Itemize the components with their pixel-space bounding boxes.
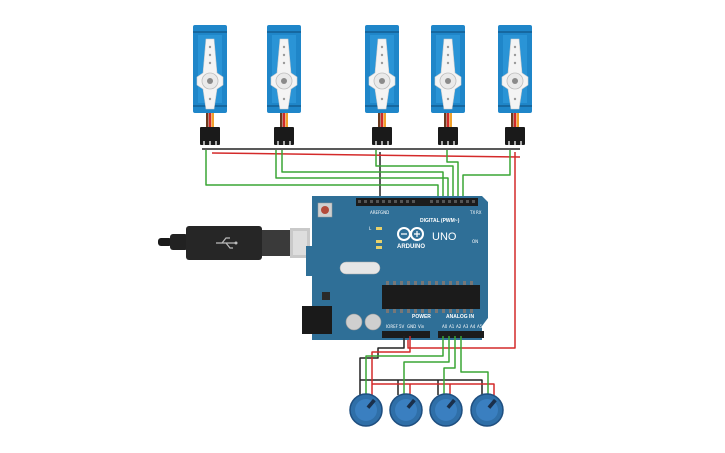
ioref-label: IOREF [386,324,399,329]
usb-b-cable[interactable] [158,226,310,260]
vin-label: Vin [418,324,425,329]
a3-label: A3 [463,324,469,329]
pot-1[interactable] [349,393,383,427]
a5-label: A5 [477,324,483,329]
pot-3[interactable] [429,393,463,427]
pot-wires [359,336,495,398]
gnd-label: GND [380,210,389,215]
arduino-uno-board[interactable]: AREF GND TX RX DIGITAL (PWM~) ARDUINO UN… [302,196,488,340]
a1-label: A1 [449,324,455,329]
digital-label: DIGITAL (PWM~) [420,218,460,224]
reset-button[interactable] [317,202,333,218]
servo-2[interactable] [266,24,302,146]
v5-label: 5V [399,324,405,329]
usb-icon [216,237,238,249]
power-label: POWER [412,314,431,320]
a2-label: A2 [456,324,462,329]
servo-5[interactable] [497,24,533,146]
rx-label: RX [476,210,482,215]
pot-4[interactable] [470,393,504,427]
brand-label: ARDUINO [397,244,425,250]
servo-1[interactable] [192,24,228,146]
servo-wires [202,148,521,349]
arduino-logo [397,227,424,241]
pot-2[interactable] [389,393,423,427]
tx-label: TX [469,210,475,215]
servo-3[interactable] [364,24,400,146]
on-label: ON [472,239,478,244]
servo-4[interactable] [430,24,466,146]
gnd2-label: GND [407,324,416,329]
aref-label: AREF [370,210,381,215]
a4-label: A4 [470,324,476,329]
a0-label: A0 [442,324,448,329]
model-label: UNO [432,231,457,243]
led-l-label: L [369,226,372,231]
analog-label: ANALOG IN [446,314,474,320]
